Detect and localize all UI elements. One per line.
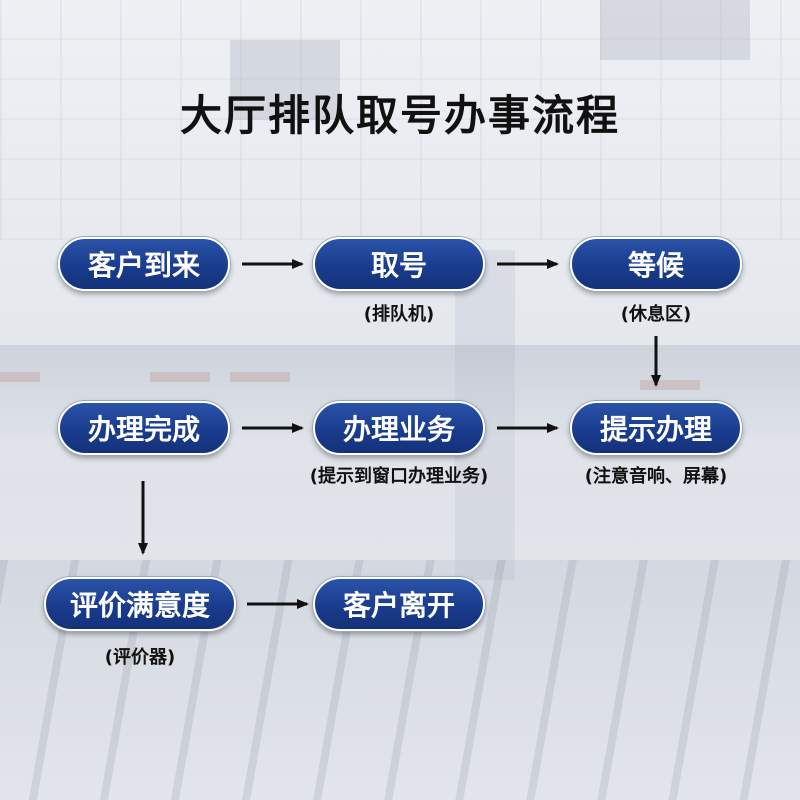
window-sign — [640, 380, 700, 390]
note-prompt: (注意音响、屏幕) — [584, 466, 728, 487]
step-evaluate: 评价满意度 — [44, 577, 236, 631]
ceiling-vent — [600, 0, 750, 60]
step-wait: 等候 — [570, 237, 742, 291]
step-prompt: 提示办理 — [570, 401, 742, 455]
step-handle: 办理业务 — [313, 401, 485, 455]
ceiling-vent — [230, 40, 340, 120]
page-title: 大厅排队取号办事流程 — [179, 91, 620, 140]
step-take-number: 取号 — [313, 237, 485, 291]
window-sign — [150, 372, 210, 382]
window-sign — [0, 372, 40, 382]
note-take-number: (排队机) — [363, 304, 435, 325]
step-arrive: 客户到来 — [58, 237, 230, 291]
note-wait: (休息区) — [620, 304, 692, 325]
step-complete: 办理完成 — [58, 401, 230, 455]
note-evaluate: (评价器) — [104, 647, 176, 668]
note-handle: (提示到窗口办理业务) — [309, 466, 489, 487]
ceiling-grid — [0, 0, 800, 240]
window-sign — [230, 372, 290, 382]
step-leave: 客户离开 — [313, 577, 485, 631]
